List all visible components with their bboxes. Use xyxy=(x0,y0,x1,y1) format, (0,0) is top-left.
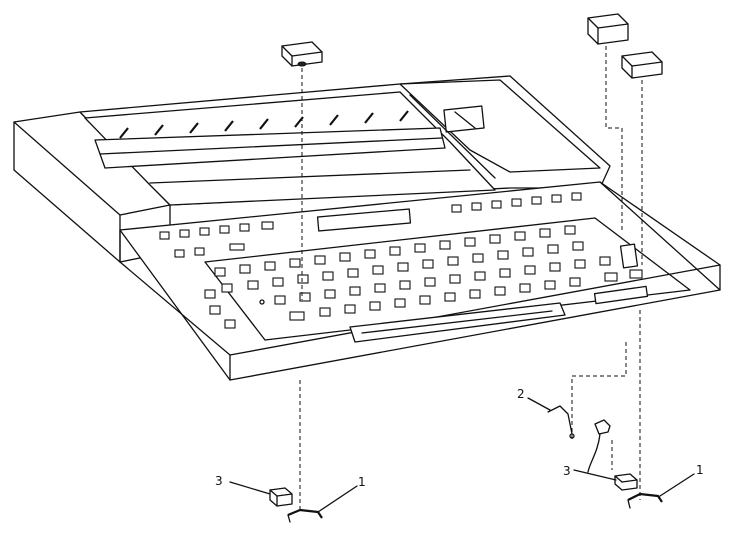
callout-right-foot: 3 xyxy=(563,464,571,478)
top-right-part-upper xyxy=(587,13,629,45)
spring-part xyxy=(547,405,575,439)
left-bracket-part xyxy=(287,508,323,523)
callout-left-bracket: 1 xyxy=(358,475,366,489)
top-right-part-lower xyxy=(621,51,663,79)
top-center-part xyxy=(281,41,323,67)
right-bracket-part xyxy=(627,492,663,509)
callout-right-bracket: 1 xyxy=(696,463,704,477)
callout-left-foot: 3 xyxy=(215,474,223,488)
left-foot-part xyxy=(269,487,293,507)
right-clip-part xyxy=(587,419,611,473)
typewriter-body xyxy=(13,75,721,381)
keyboard-keys xyxy=(159,192,643,329)
paper-bail xyxy=(119,110,409,139)
callout-spring: 2 xyxy=(517,387,525,401)
leader-lines xyxy=(229,397,695,513)
assembly-lines xyxy=(299,46,643,510)
right-foot-part xyxy=(614,473,638,491)
